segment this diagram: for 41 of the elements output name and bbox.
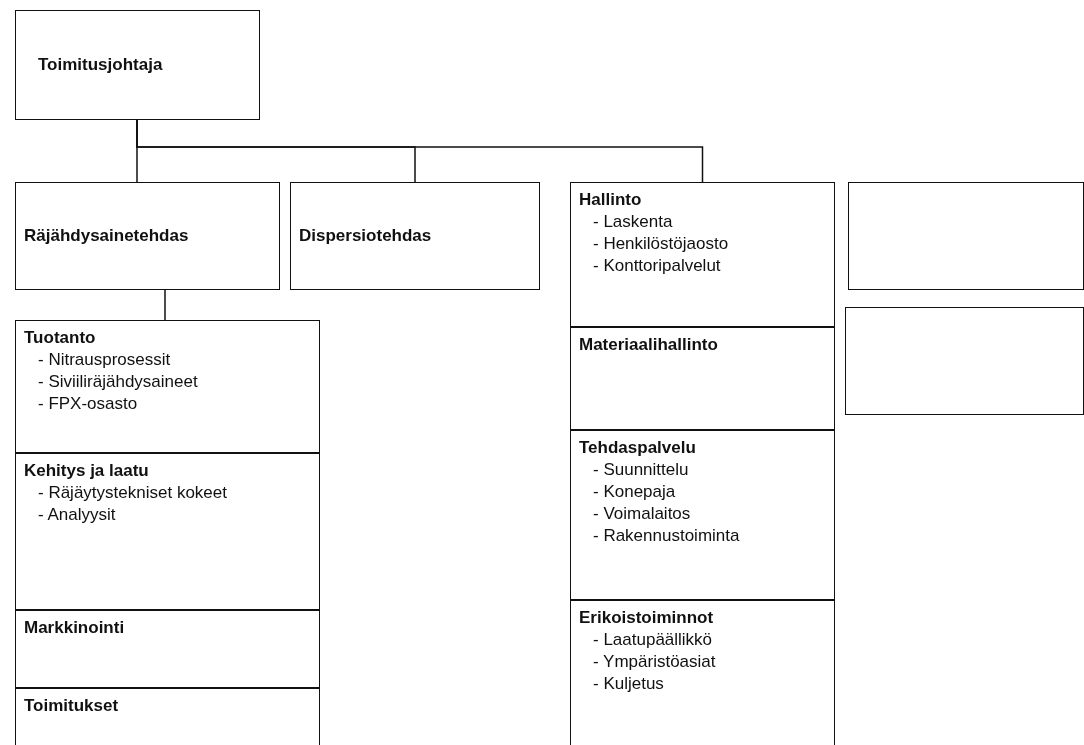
list-item: - Henkilöstöjaosto — [592, 233, 730, 255]
list-item: - Analyysit — [37, 504, 117, 526]
unit-title: Toimitusjohtaja — [38, 54, 164, 76]
list-item: - Suunnittelu — [592, 459, 690, 481]
list-item: - Konepaja — [592, 481, 677, 503]
list-item: - FPX-osasto — [37, 393, 139, 415]
unit-title: Hallinto — [579, 189, 643, 211]
unit-title: Markkinointi — [24, 617, 126, 639]
org-box — [290, 182, 540, 290]
org-box — [570, 600, 835, 745]
list-item: - Rakennustoiminta — [592, 525, 741, 547]
org-box — [15, 688, 320, 745]
list-item: - Ympäristöasiat — [592, 651, 717, 673]
org-box — [15, 10, 260, 120]
org-box — [15, 182, 280, 290]
org-box — [570, 430, 835, 600]
unit-title: Materiaalihallinto — [579, 334, 719, 356]
list-item: - Nitrausprosessit — [37, 349, 172, 371]
list-item: - Räjäytystekniset kokeet — [37, 482, 228, 504]
list-item: - Siviiliräjähdysaineet — [37, 371, 199, 393]
list-item: - Laatupäällikkö — [592, 629, 714, 651]
unit-title: Kehitys ja laatu — [24, 460, 150, 482]
org-box — [15, 453, 320, 610]
unit-title: Toimitukset — [24, 695, 120, 717]
list-item: - Voimalaitos — [592, 503, 692, 525]
org-box — [15, 610, 320, 688]
connector-line — [164, 289, 166, 321]
unit-title: Dispersiotehdas — [299, 225, 433, 247]
org-box — [845, 307, 1084, 415]
list-item: - Konttoripalvelut — [592, 255, 722, 277]
list-item: - Kuljetus — [592, 673, 665, 695]
unit-title: Räjähdysainetehdas — [24, 225, 190, 247]
list-item: - Laskenta — [592, 211, 674, 233]
connector-line — [136, 119, 704, 183]
unit-title: Tuotanto — [24, 327, 97, 349]
unit-title: Tehdaspalvelu — [579, 437, 697, 459]
unit-title: Erikoistoiminnot — [579, 607, 715, 629]
org-box — [570, 327, 835, 430]
org-box — [848, 182, 1084, 290]
org-box — [570, 182, 835, 327]
org-box — [15, 320, 320, 453]
